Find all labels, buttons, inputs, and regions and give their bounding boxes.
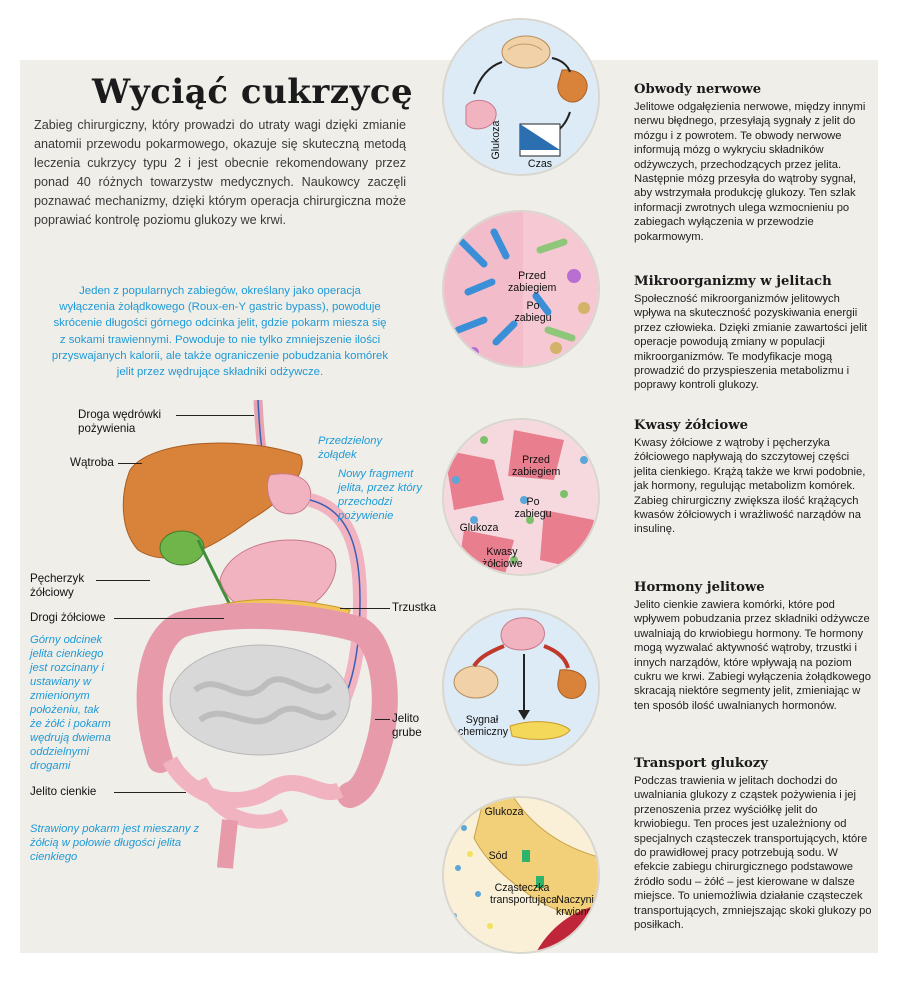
section-body: Jelitowe odgałęzienia nerwowe, między in… [634,101,866,243]
leader-line [375,719,390,720]
leader-line [118,463,142,464]
label-new-fragment: Nowy fragment jelita, przez który przech… [338,468,422,522]
label-upper-segment: Górny odcinek jelita cienkiego jest rozc… [30,634,111,772]
section-title: Transport glukozy [634,756,768,771]
label-divided-stomach: Przedzielony żołądek [318,435,383,461]
section-body: Kwasy żółciowe z wątroby i pęcherzyka żó… [634,437,866,536]
label-food-path: Droga wędrówki pożywienia [78,408,162,435]
circle-glucose-axis: Glukoza [490,120,502,160]
section-body: Podczas trawienia w jelitach dochodzi do… [634,775,872,932]
surgery-note: Jeden z popularnych zabiegów, określany … [51,285,389,379]
section-gut-hormones: Hormony jelitowe Jelito cienkie zawiera … [634,580,874,713]
section-title: Obwody nerwowe [634,82,762,97]
section-body: Społeczność mikroorganizmów jelitowych w… [634,293,868,392]
section-bile-acids: Kwasy żółciowe Kwasy żółciowe z wątroby … [634,418,874,537]
leader-line [176,415,254,416]
section-title: Hormony jelitowe [634,580,765,595]
section-title: Kwasy żółciowe [634,418,748,433]
label-small-intestine: Jelito cienkie [30,785,97,798]
label-gallbladder: Pęcherzyk żółciowy [30,572,85,599]
leader-line [340,608,390,609]
circle-before-surgery-2: Przed zabiegiem [512,454,561,478]
circle-chemical-signal: Sygnał chemiczny [458,714,509,738]
circle-bile-acids: Kwasy żółciowe [482,546,523,570]
circle-sodium: Sód [488,850,508,862]
circle-before-surgery: Przed zabiegiem [508,270,557,294]
label-pancreas: Trzustka [392,601,437,614]
leader-line [114,792,186,793]
label-digested-food: Strawiony pokarm jest mieszany z żółcią … [30,823,200,863]
label-large-intestine: Jelito grube [392,712,422,739]
section-body: Jelito cienkie zawiera komórki, które po… [634,599,871,712]
leader-line [114,618,224,619]
section-glucose-transport: Transport glukozy Podczas trawienia w je… [634,756,874,932]
microorganisms-circle: Przed zabiegiem Po zabiegu [442,210,600,368]
circle-blood-vessel: Naczynie krwionośne [556,894,600,918]
label-liver: Wątroba [70,456,114,469]
section-neural-circuits: Obwody nerwowe Jelitowe odgałęzienia ner… [634,82,874,244]
circle-after-surgery: Po zabiegu [514,300,552,324]
section-microorganisms: Mikroorganizmy w jelitach Społeczność mi… [634,274,874,393]
intro-text: Zabieg chirurgiczny, który prowadzi do u… [34,118,406,227]
circle-time-axis: Czas [527,158,553,170]
bile-acids-circle: Przed zabiegiem Po zabiegu Glukoza Kwasy… [442,418,600,576]
label-bile-ducts: Drogi żółciowe [30,611,106,624]
circle-glucose-3: Glukoza [459,522,499,534]
glucose-transport-circle: Glukoza Sód Cząsteczka transportująca Na… [442,796,600,954]
leader-line [96,580,150,581]
circle-transport-molecule: Cząsteczka transportująca [490,882,558,906]
circle-glucose-5: Glukoza [484,806,524,818]
anatomy-illustration [122,400,398,869]
hormones-circle: Sygnał chemiczny [442,608,600,766]
circle-after-surgery-2: Po zabiegu [514,496,552,520]
page-title: Wyciąć cukrzycę [92,72,414,112]
neural-circuit-circle: Glukoza Czas [442,18,600,176]
section-title: Mikroorganizmy w jelitach [634,274,832,289]
